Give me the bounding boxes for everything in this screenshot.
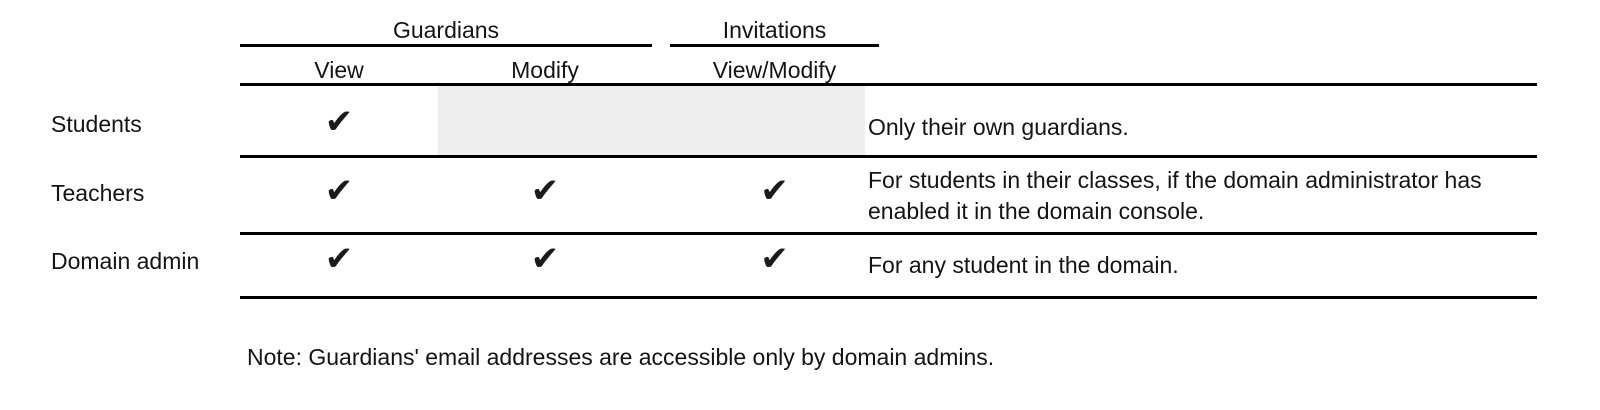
column-group-invitations: Invitations	[722, 17, 827, 43]
rule-under-guardians	[240, 44, 652, 47]
row-label-teachers: Teachers	[51, 180, 145, 206]
checkmark-icon-domain-admin-guardians-view: ✔	[324, 239, 354, 279]
checkmark-icon-teachers-guardians-view: ✔	[324, 171, 354, 211]
description-teachers: For students in their classes, if the do…	[868, 167, 1482, 224]
checkmark-icon-domain-admin-guardians-modify: ✔	[530, 239, 560, 279]
description-students: Only their own guardians.	[868, 114, 1129, 140]
description-domain-admin: For any student in the domain.	[868, 252, 1179, 278]
checkmark-icon-teachers-guardians-modify: ✔	[530, 171, 560, 211]
column-header-modify: Modify	[511, 57, 579, 83]
checkmark-icon-students-guardians-view: ✔	[324, 102, 354, 142]
rule-under-invitations	[670, 44, 879, 47]
column-group-guardians: Guardians	[392, 17, 500, 43]
column-header-view-modify: View/Modify	[712, 57, 837, 83]
checkmark-icon-domain-admin-invitations: ✔	[760, 239, 789, 279]
table-rule-bottom	[240, 296, 1537, 299]
table-rule-header	[240, 83, 1537, 86]
row-label-domain-admin: Domain admin	[51, 248, 200, 274]
table-rule-after-students	[240, 155, 1537, 158]
column-header-view: View	[314, 57, 364, 83]
table-footnote: Note: Guardians' email addresses are acc…	[247, 344, 995, 370]
table-rule-after-teachers	[240, 232, 1537, 235]
shaded-unavailable-cell	[438, 86, 865, 155]
row-label-students: Students	[51, 111, 142, 137]
checkmark-icon-teachers-invitations: ✔	[760, 171, 789, 211]
